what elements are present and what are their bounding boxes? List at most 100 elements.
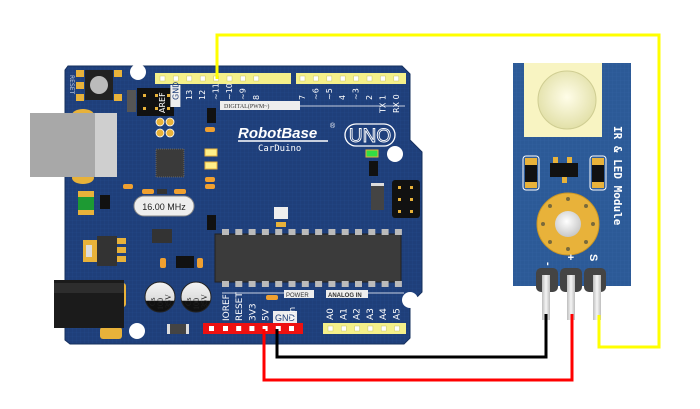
chip-pin: [288, 281, 296, 287]
digital-pin-label: TX 1: [378, 95, 387, 114]
chip-pin: [301, 229, 309, 235]
digital-pin-4[interactable]: [339, 75, 346, 82]
analog-pin-a2[interactable]: [354, 325, 360, 332]
digital-pin-TX1[interactable]: [380, 75, 386, 82]
analog-header: [323, 323, 406, 334]
wire-power[interactable]: [262, 314, 574, 382]
digital-pin-label: ~9: [238, 88, 247, 100]
digital-section-label: DIGITAL(PWM~): [224, 103, 269, 110]
digital-pin-label: ~10: [225, 83, 234, 100]
power-pin-label: IOREF: [222, 294, 232, 321]
ir-receiver: [536, 192, 600, 256]
digital-pin-label: AREF: [158, 92, 167, 113]
module-pin-minus[interactable]: [542, 275, 550, 320]
chip-pin: [222, 281, 229, 287]
fuse: [78, 191, 94, 215]
digital-pin-13[interactable]: [186, 75, 193, 82]
chip-pin: [261, 281, 269, 287]
reset-label: RESET: [68, 75, 75, 95]
digital-pin-label: 4: [338, 95, 347, 100]
module-pin-plus[interactable]: [567, 275, 575, 320]
analog-pin-label: A2: [353, 308, 363, 320]
power-pin-5v[interactable]: [262, 326, 268, 331]
chip-pin: [288, 229, 296, 235]
digital-pin-5[interactable]: [326, 75, 333, 82]
digital-pin-6[interactable]: [313, 75, 319, 82]
crystal-label: 16.00 MHz: [142, 202, 186, 212]
chip-pin: [275, 229, 283, 235]
smd-resistor: [589, 155, 607, 191]
analog-pin-label: A1: [339, 308, 349, 320]
crystal: 16.00 MHz: [133, 195, 195, 217]
icsp-header: [392, 180, 420, 218]
chip-pin: [235, 229, 243, 235]
registered-mark: ®: [330, 122, 336, 130]
digital-pin-GND[interactable]: [173, 75, 179, 82]
digital-pin-label: ~6: [311, 88, 320, 100]
digital-pin-RX0[interactable]: [393, 75, 400, 82]
digital-pin-AREF[interactable]: [159, 75, 166, 82]
chip-pin: [235, 281, 243, 287]
ir-led-module: IR & LED Module: [513, 63, 631, 320]
digital-pin-12[interactable]: [199, 75, 206, 82]
analog-pin-a1[interactable]: [341, 325, 347, 332]
module-pin-signal[interactable]: [593, 275, 601, 320]
analog-pin-a5[interactable]: [394, 325, 400, 332]
digital-pin-3[interactable]: [353, 75, 359, 82]
wire-ground[interactable]: [275, 314, 548, 359]
analog-pin-a4[interactable]: [380, 325, 387, 332]
power-pin-gnd[interactable]: [275, 326, 281, 331]
power-pin-label: 5V: [262, 308, 272, 321]
analog-pin-label: A3: [366, 308, 376, 320]
capacitor-label: 35V: [200, 294, 209, 308]
power-pin-vin[interactable]: [289, 326, 294, 331]
chip-pin: [341, 281, 349, 287]
chip-pin: [394, 281, 402, 287]
board-model: CarDuino: [258, 144, 301, 154]
reset-button[interactable]: [76, 70, 122, 101]
power-pin-reset[interactable]: [236, 326, 242, 331]
chip-pin: [341, 229, 349, 235]
digital-pin-label: GND: [171, 82, 180, 100]
digital-pin-label: 7: [298, 95, 307, 100]
analog-pin-a0[interactable]: [327, 325, 334, 332]
voltage-regulator: [83, 236, 126, 266]
power-pin-ioref[interactable]: [223, 326, 228, 331]
digital-header-right: [296, 73, 406, 84]
mounting-hole: [402, 292, 418, 308]
usb-chip: [155, 148, 185, 178]
analog-pin-a3[interactable]: [367, 325, 374, 332]
wire-signal[interactable]: [215, 33, 661, 349]
analog-pin-label: A4: [379, 308, 389, 320]
digital-pin-9[interactable]: [240, 75, 246, 82]
uno-badge-text: UNO: [349, 126, 391, 147]
capacitor-label: Cs: [148, 298, 157, 306]
digital-pin-label: ~11: [212, 83, 221, 100]
power-pin-label: Vin: [288, 307, 298, 321]
mounting-hole: [129, 323, 145, 339]
digital-pin-7[interactable]: [299, 75, 306, 82]
uno-badge: UNO: [344, 123, 396, 147]
mounting-hole: [130, 64, 146, 80]
digital-pin-10[interactable]: [226, 75, 233, 82]
pin-label-signal: S: [587, 254, 599, 261]
digital-header-left: [155, 73, 291, 84]
smd-resistor: [522, 155, 540, 191]
chip-pin: [355, 281, 362, 287]
chip-pin: [315, 281, 323, 287]
digital-pin-label: 8: [252, 95, 261, 100]
analog-pin-label: A0: [326, 308, 336, 320]
capacitor-label: Cs: [184, 298, 193, 306]
chip-pin: [248, 229, 256, 235]
capacitor: Cs 100 35V: [180, 281, 212, 313]
module-title: IR & LED Module: [611, 126, 624, 226]
power-jack: [54, 280, 126, 339]
power-pin-3v3[interactable]: [249, 326, 255, 331]
chip-pin: [301, 281, 309, 287]
digital-pin-2[interactable]: [366, 75, 373, 82]
power-section-label: POWER: [286, 293, 309, 299]
chip-pin: [368, 281, 376, 287]
digital-pin-8[interactable]: [253, 75, 260, 82]
led-tx: [204, 161, 218, 170]
brand-logo: RobotBase: [238, 125, 317, 142]
